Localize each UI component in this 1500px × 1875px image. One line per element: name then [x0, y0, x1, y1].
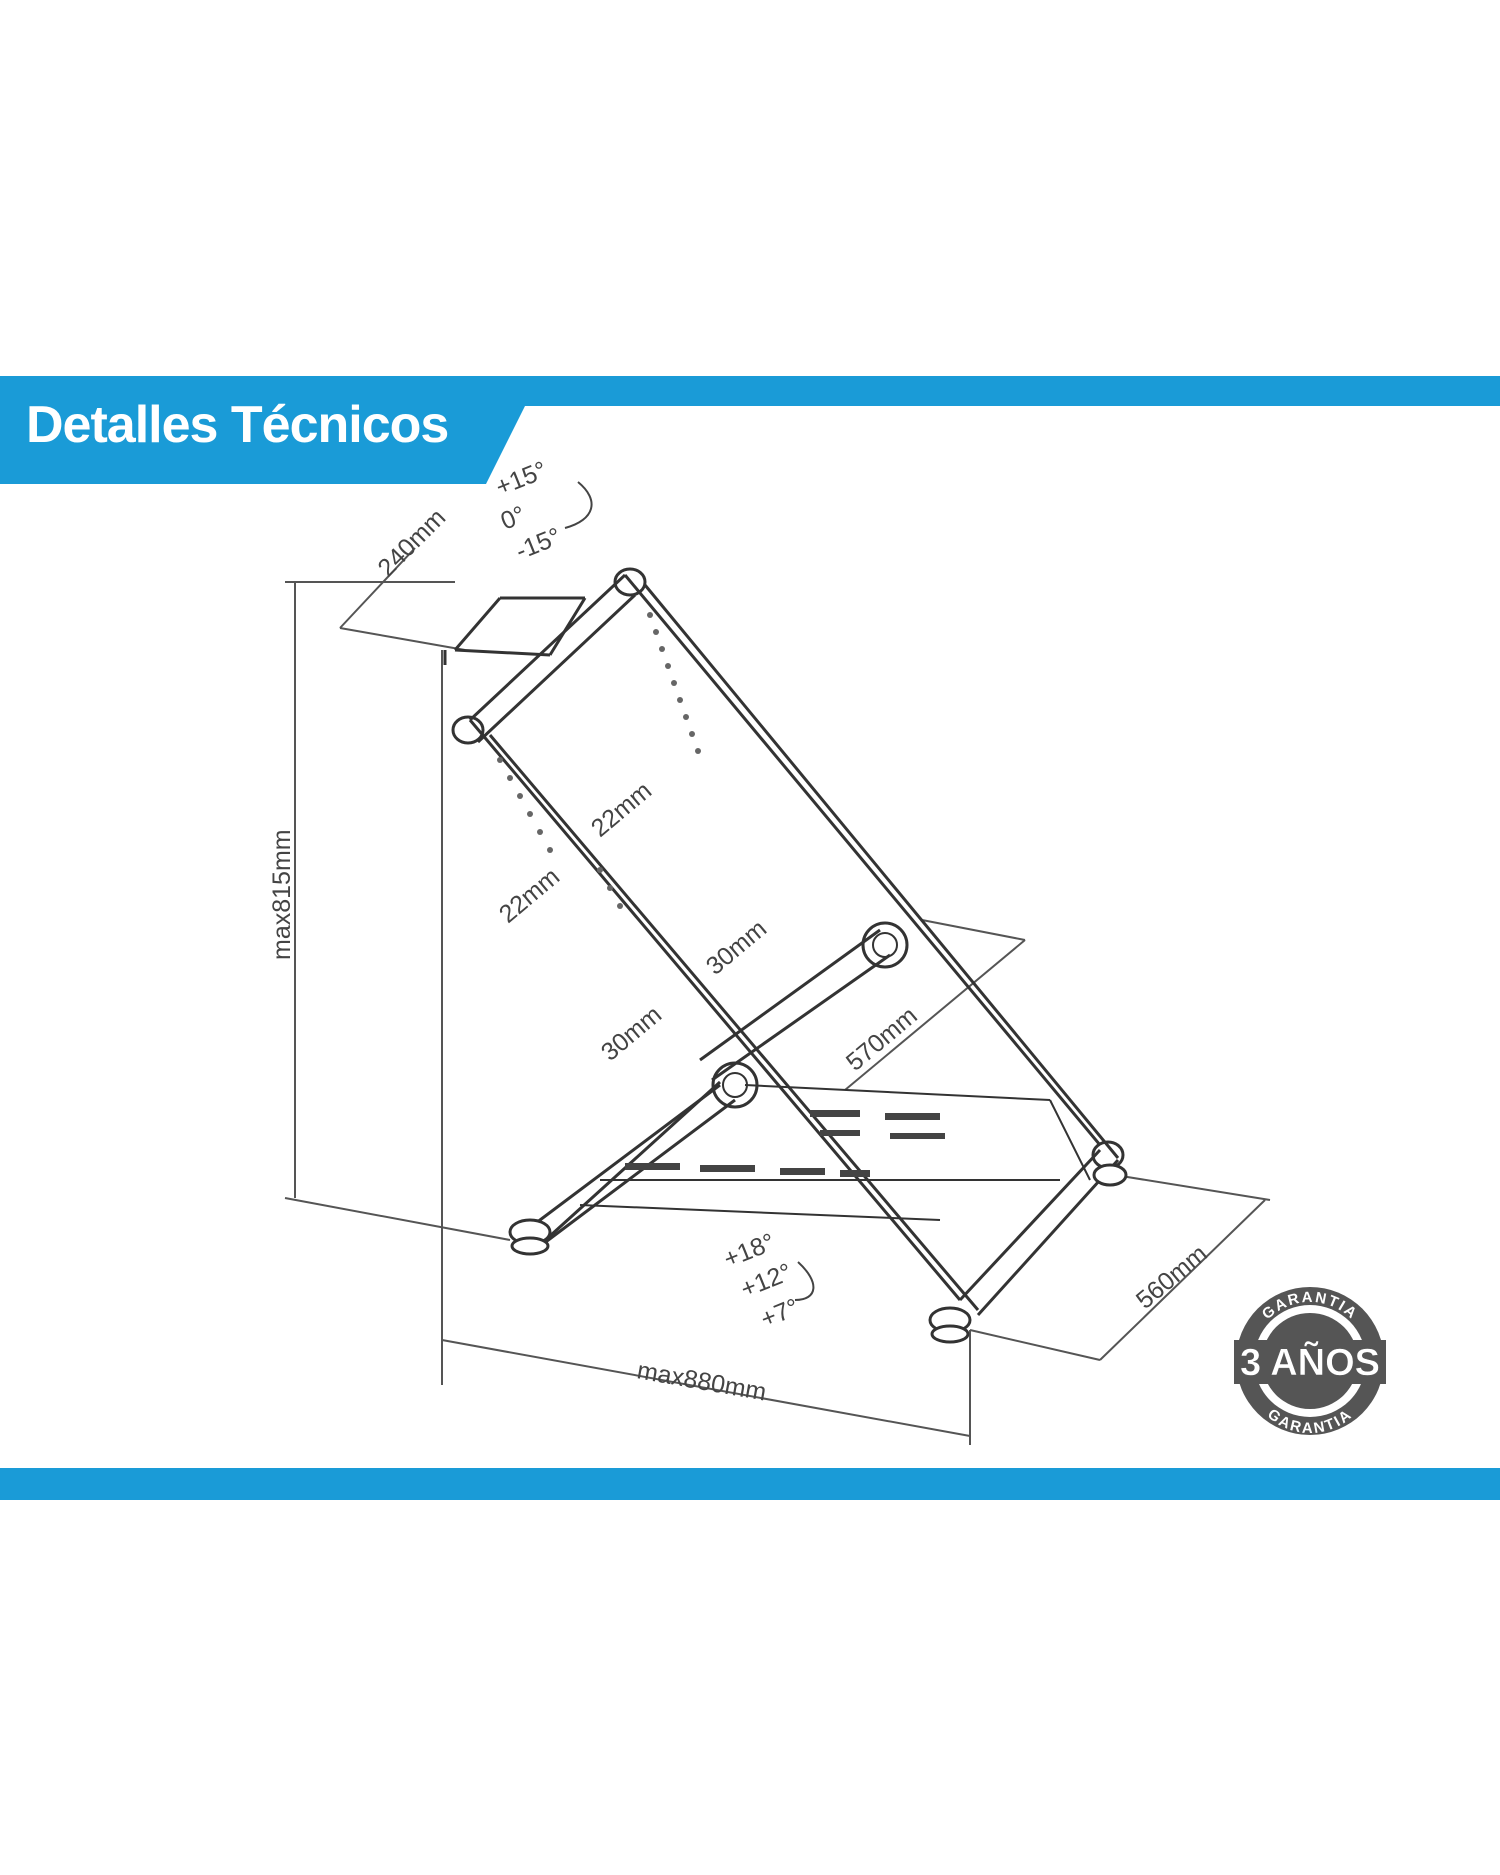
inner-dimension-line — [844, 939, 1026, 1091]
feet — [508, 1163, 1128, 1344]
inner-width-label: 570mm — [841, 1002, 923, 1077]
plate-angle-label: +15° — [492, 456, 551, 502]
plate-width-label: 240mm — [372, 503, 451, 582]
page-title: Detalles Técnicos — [26, 396, 449, 454]
height-label: max815mm — [268, 829, 296, 960]
badge-center-text: 3 AÑOS — [1240, 1340, 1380, 1384]
length-label: max880mm — [635, 1356, 768, 1406]
pedal-plate — [579, 1084, 1091, 1221]
adjustment-holes — [497, 612, 701, 909]
tube-label: 30mm — [701, 914, 772, 980]
wheel-mount-plate — [443, 596, 587, 665]
plate-slots — [625, 1110, 945, 1177]
pivot-knob — [861, 921, 909, 969]
plate-dimension-line — [339, 547, 416, 629]
width-dimension-line — [1099, 1199, 1266, 1361]
cross-brace — [519, 928, 891, 1252]
tube-label: 22mm — [586, 776, 657, 842]
base-width-label: 560mm — [1131, 1240, 1213, 1315]
frame-cap — [451, 715, 485, 745]
tube-label: 22mm — [494, 862, 565, 928]
plate-angle-label: 0° — [497, 501, 530, 536]
footer-band — [0, 1468, 1500, 1500]
length-dimension-line — [441, 1339, 971, 1437]
tube-label: 30mm — [596, 1000, 667, 1066]
warranty-badge: GARANTIA GARANTIA 3 AÑOS — [1234, 1287, 1386, 1437]
plate-tilt-arrow — [564, 481, 593, 529]
front-frame — [468, 573, 1120, 1317]
pedal-tilt-arrow — [794, 1261, 815, 1301]
title-tab — [0, 376, 540, 484]
